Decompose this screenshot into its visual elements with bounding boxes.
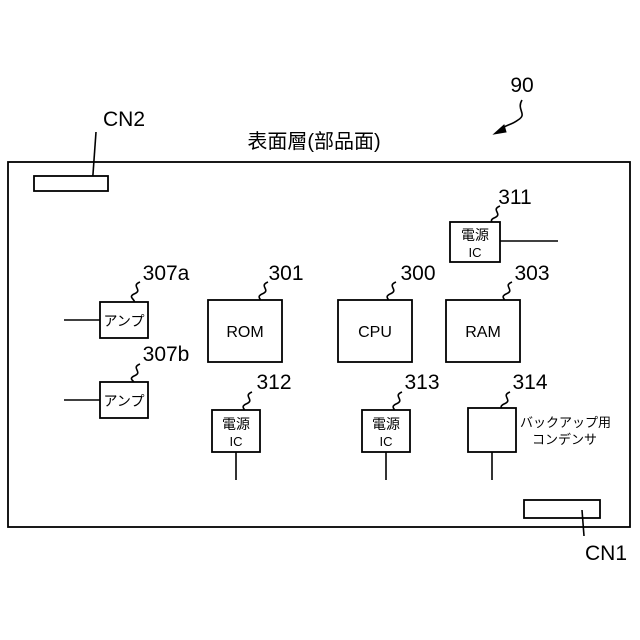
ram-303-text: RAM xyxy=(465,324,501,341)
power-ic-312-text-2: IC xyxy=(230,434,243,449)
figure-ref-label: 90 xyxy=(510,74,533,97)
power-ic-312-text-1: 電源 xyxy=(222,416,250,432)
backup-capacitor-314-text-1: バックアップ用 xyxy=(520,415,611,430)
cn1-label: CN1 xyxy=(585,542,627,565)
amp-307b-text: アンプ xyxy=(103,393,144,409)
ref-314-label: 314 xyxy=(512,371,547,394)
ref-307a-label: 307a xyxy=(143,262,190,285)
board-title: 表面層(部品面) xyxy=(247,130,380,153)
backup-capacitor-314-text-2: コンデンサ xyxy=(532,432,597,447)
power-ic-311-text-1: 電源 xyxy=(461,227,489,243)
ref-311-label: 311 xyxy=(498,186,531,209)
ref-303-label: 303 xyxy=(514,262,549,285)
cn2-label: CN2 xyxy=(103,108,145,131)
power-ic-311-text-2: IC xyxy=(469,245,482,260)
power-ic-313-text-2: IC xyxy=(380,434,393,449)
ref-307b-label: 307b xyxy=(143,343,190,366)
connector-cn1 xyxy=(524,500,600,518)
ref-312-label: 312 xyxy=(256,371,291,394)
ref-313-label: 313 xyxy=(404,371,439,394)
cpu-300-text: CPU xyxy=(358,324,392,341)
figure-ref-arrowhead xyxy=(494,125,506,134)
backup-capacitor-314 xyxy=(468,408,516,452)
connector-cn2 xyxy=(34,176,108,191)
ref-301-label: 301 xyxy=(268,262,303,285)
ref-300-label: 300 xyxy=(400,262,435,285)
amp-307a-text: アンプ xyxy=(103,313,144,329)
power-ic-313-text-1: 電源 xyxy=(372,416,400,432)
rom-301-text: ROM xyxy=(226,324,263,341)
circuit-board-outline xyxy=(8,162,630,527)
